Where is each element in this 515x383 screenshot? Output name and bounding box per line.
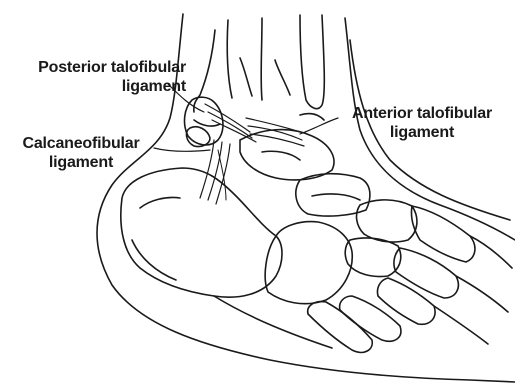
metatarsal-3: [377, 278, 435, 324]
label-posterior-talofibular-line2: ligament: [8, 77, 186, 96]
label-anterior-talofibular-line1: Anterior talofibular: [336, 104, 508, 123]
label-calcaneofibular-line2: ligament: [6, 153, 156, 172]
fibula: [194, 20, 232, 112]
calcaneus: [121, 168, 282, 297]
metatarsal-4: [340, 296, 401, 341]
label-posterior-talofibular: Posterior talofibular ligament: [8, 58, 186, 96]
label-calcaneofibular-line1: Calcaneofibular: [6, 134, 156, 153]
leader-calcaneofibular: [154, 148, 210, 151]
navicular: [296, 174, 370, 216]
cuboid: [265, 222, 352, 304]
label-posterior-talofibular-line1: Posterior talofibular: [8, 58, 186, 77]
leader-anterior: [300, 118, 338, 134]
tibia: [261, 15, 324, 109]
label-anterior-talofibular-line2: ligament: [336, 123, 508, 142]
label-anterior-talofibular: Anterior talofibular ligament: [336, 104, 508, 142]
talus: [240, 130, 334, 180]
cuneiform-2: [345, 238, 401, 277]
cuneiform-1: [357, 200, 417, 242]
label-calcaneofibular: Calcaneofibular ligament: [6, 134, 156, 172]
